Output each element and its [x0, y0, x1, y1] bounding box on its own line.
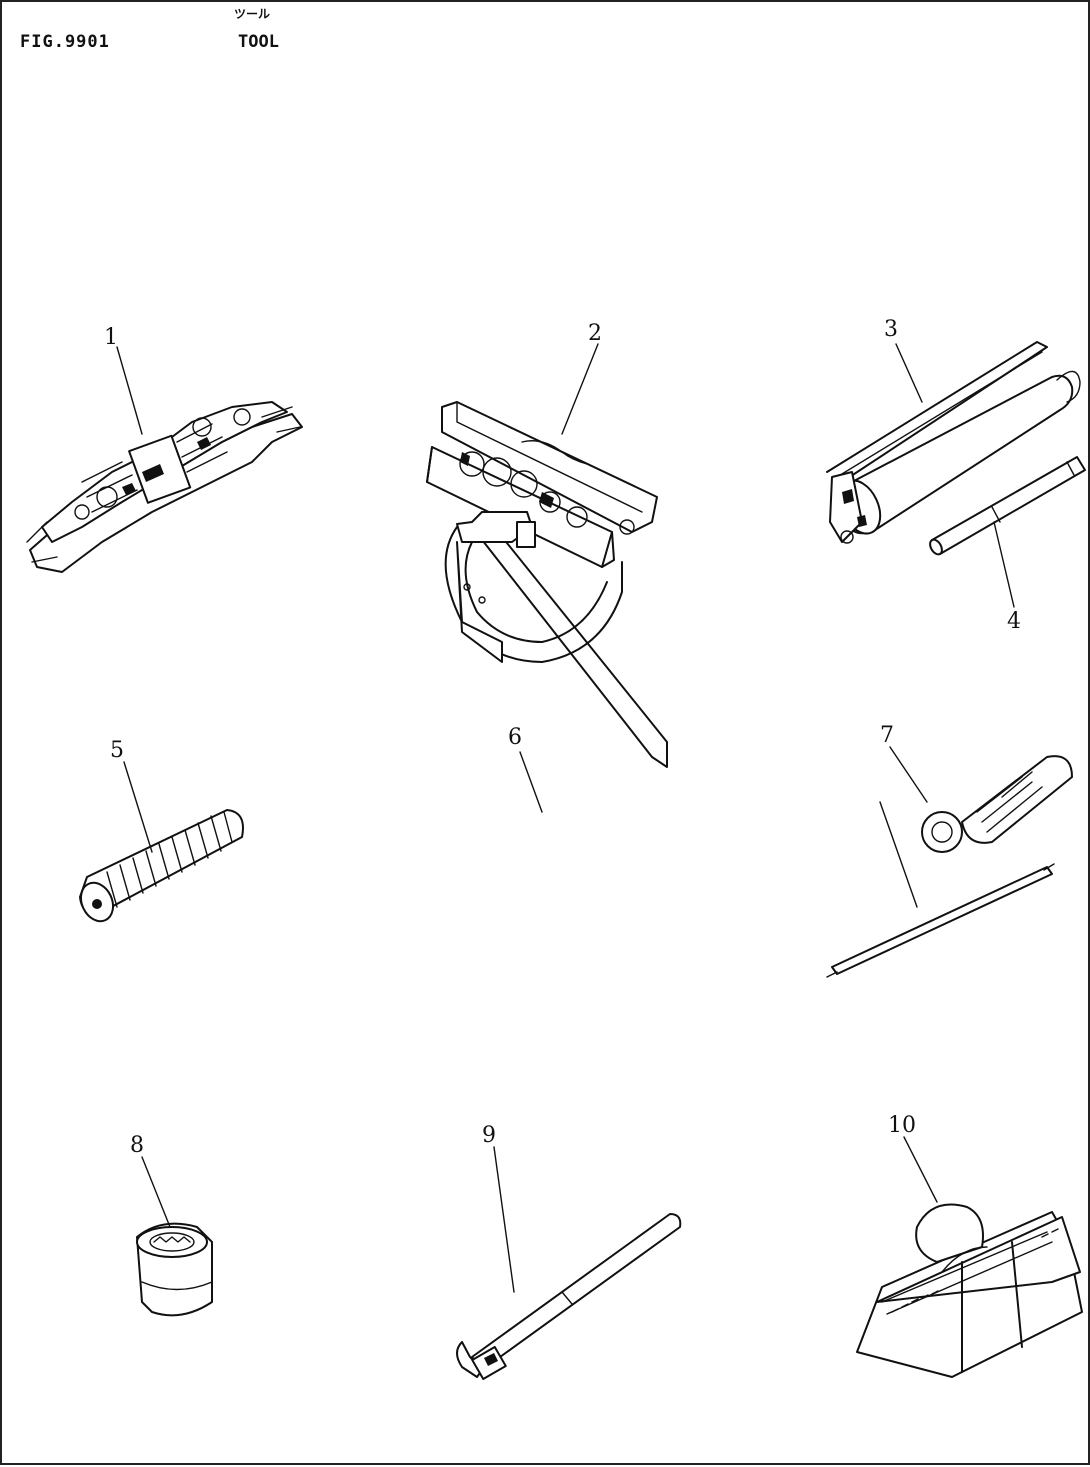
filter-wrench-drawing: 6 — [444, 511, 668, 813]
wrench-set-drawing: 1 — [26, 325, 303, 573]
callout-leader-5 — [123, 761, 153, 853]
callout-6: 6 — [508, 725, 522, 750]
callout-8: 8 — [130, 1133, 144, 1158]
callout-leader-9 — [493, 1146, 515, 1293]
callout-leader-8 — [141, 1156, 171, 1228]
callout-4: 4 — [1007, 609, 1021, 634]
callout-leader-3 — [895, 343, 923, 403]
callout-leader-10 — [903, 1136, 938, 1203]
callout-leader-1 — [116, 346, 143, 435]
lever-bar-drawing: 9 — [456, 1123, 682, 1381]
socket-case-drawing: 2 — [426, 321, 658, 568]
callout-10: 10 — [888, 1113, 916, 1138]
callout-7: 7 — [880, 723, 894, 748]
callout-leader-2 — [561, 343, 599, 435]
title-english: TOOL — [238, 32, 279, 52]
grease-gun-drawing: 3 — [826, 317, 1081, 544]
tool-bag-drawing: 10 — [856, 1113, 1083, 1378]
title-japanese: ツール — [234, 7, 271, 21]
callout-5: 5 — [110, 738, 124, 763]
callout-1: 1 — [104, 325, 118, 350]
callout-leader-6 — [519, 751, 543, 813]
callout-3: 3 — [884, 317, 898, 342]
callout-9: 9 — [482, 1123, 496, 1148]
spring-drawing: 5 — [79, 738, 244, 923]
nozzle-drawing: 4 — [929, 456, 1086, 634]
figure-code: FIG.9901 — [20, 32, 110, 52]
callout-leader-7b — [879, 801, 918, 908]
callout-leader-4 — [993, 521, 1015, 608]
screwdriver-set-drawing: 7 — [826, 723, 1073, 978]
callout-leader-7 — [889, 746, 928, 803]
socket-drawing: 8 — [130, 1133, 213, 1317]
callout-2: 2 — [588, 321, 602, 346]
